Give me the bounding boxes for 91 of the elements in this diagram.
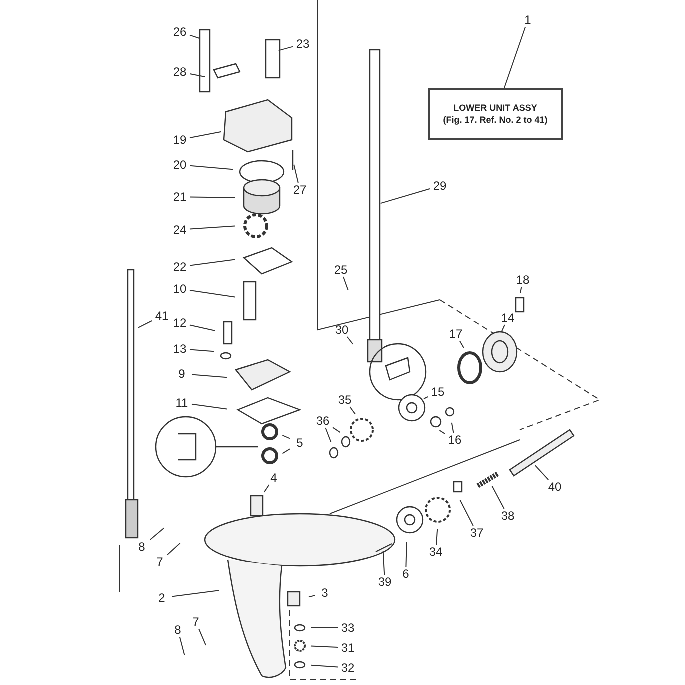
leader-line bbox=[190, 196, 236, 198]
callout-number: 41 bbox=[152, 309, 172, 323]
leader-line bbox=[332, 427, 341, 434]
callout-number: 7 bbox=[150, 555, 170, 569]
callout-number: 9 bbox=[172, 367, 192, 381]
leader-line bbox=[179, 636, 186, 656]
callout-number: 33 bbox=[338, 621, 358, 635]
leader-line bbox=[424, 396, 428, 400]
callout-number: 38 bbox=[498, 509, 518, 523]
callout-number: 23 bbox=[293, 37, 313, 51]
leader-line bbox=[190, 259, 236, 266]
callout-number: 8 bbox=[132, 540, 152, 554]
leader-line bbox=[190, 34, 200, 39]
leader-line bbox=[190, 290, 236, 298]
callout-number: 26 bbox=[170, 25, 190, 39]
leader-line bbox=[192, 374, 228, 378]
leader-line bbox=[282, 448, 290, 454]
leader-line bbox=[264, 484, 270, 493]
leader-line bbox=[310, 646, 338, 648]
leader-line bbox=[190, 226, 236, 230]
callout-number: 25 bbox=[331, 263, 351, 277]
callout-number: 3 bbox=[315, 586, 335, 600]
callout-number: 24 bbox=[170, 223, 190, 237]
leader-line bbox=[350, 406, 356, 415]
callout-number: 7 bbox=[186, 615, 206, 629]
callout-number: 5 bbox=[290, 436, 310, 450]
leader-line bbox=[380, 188, 430, 204]
reference-note: (Fig. 17. Ref. No. 2 to 41) bbox=[443, 114, 548, 126]
callout-number: 39 bbox=[375, 575, 395, 589]
callout-number: 22 bbox=[170, 260, 190, 274]
leader-line bbox=[436, 528, 438, 546]
callout-number: 10 bbox=[170, 282, 190, 296]
callout-number: 31 bbox=[338, 641, 358, 655]
leader-line bbox=[325, 428, 332, 443]
callout-number: 34 bbox=[426, 545, 446, 559]
leader-line bbox=[310, 664, 338, 668]
callout-number: 8 bbox=[168, 623, 188, 637]
callout-number: 40 bbox=[545, 480, 565, 494]
callout-number: 21 bbox=[170, 190, 190, 204]
leader-line bbox=[172, 590, 220, 598]
callout-number: 1 bbox=[518, 13, 538, 27]
callout-number: 29 bbox=[430, 179, 450, 193]
leader-line bbox=[138, 320, 152, 328]
callout-number: 6 bbox=[396, 567, 416, 581]
leader-line bbox=[534, 465, 550, 480]
leader-line bbox=[406, 542, 408, 568]
callout-number: 14 bbox=[498, 311, 518, 325]
leader-line bbox=[190, 132, 222, 138]
callout-number: 13 bbox=[170, 342, 190, 356]
callout-number: 35 bbox=[335, 393, 355, 407]
callout-number: 19 bbox=[170, 133, 190, 147]
leader-line bbox=[460, 500, 474, 526]
leader-line bbox=[504, 26, 526, 88]
callout-number: 37 bbox=[467, 526, 487, 540]
leader-line bbox=[198, 628, 206, 646]
callout-number: 30 bbox=[332, 323, 352, 337]
leader-line bbox=[190, 74, 206, 78]
leader-line bbox=[492, 486, 505, 510]
callout-number: 18 bbox=[513, 273, 533, 287]
leader-line bbox=[501, 324, 506, 333]
leader-line bbox=[150, 528, 165, 540]
callout-number: 11 bbox=[172, 396, 192, 410]
callout-number: 4 bbox=[264, 471, 284, 485]
leader-line bbox=[190, 165, 234, 170]
leader-line bbox=[294, 164, 299, 184]
leader-line bbox=[439, 430, 446, 434]
leader-line bbox=[190, 349, 214, 352]
leader-line bbox=[278, 46, 294, 52]
leader-line bbox=[520, 286, 522, 294]
title-text: LOWER UNIT ASSY bbox=[454, 102, 538, 114]
leader-line bbox=[459, 340, 464, 349]
callout-number: 15 bbox=[428, 385, 448, 399]
leader-line bbox=[192, 404, 228, 410]
callout-number: 2 bbox=[152, 591, 172, 605]
leader-line bbox=[382, 550, 386, 576]
leader-line bbox=[346, 336, 354, 345]
callout-number: 32 bbox=[338, 661, 358, 675]
callout-number: 16 bbox=[445, 433, 465, 447]
leader-line bbox=[167, 542, 181, 556]
callout-number: 17 bbox=[446, 327, 466, 341]
title-box bbox=[428, 88, 563, 140]
leader-line bbox=[190, 324, 216, 332]
leader-line bbox=[451, 422, 454, 434]
callout-number: 20 bbox=[170, 158, 190, 172]
callout-number: 28 bbox=[170, 65, 190, 79]
callout-number: 12 bbox=[170, 316, 190, 330]
leader-line bbox=[343, 276, 349, 291]
leader-line bbox=[308, 595, 316, 598]
leader-line bbox=[282, 435, 290, 440]
callout-number: 27 bbox=[290, 183, 310, 197]
callout-number: 36 bbox=[313, 414, 333, 428]
